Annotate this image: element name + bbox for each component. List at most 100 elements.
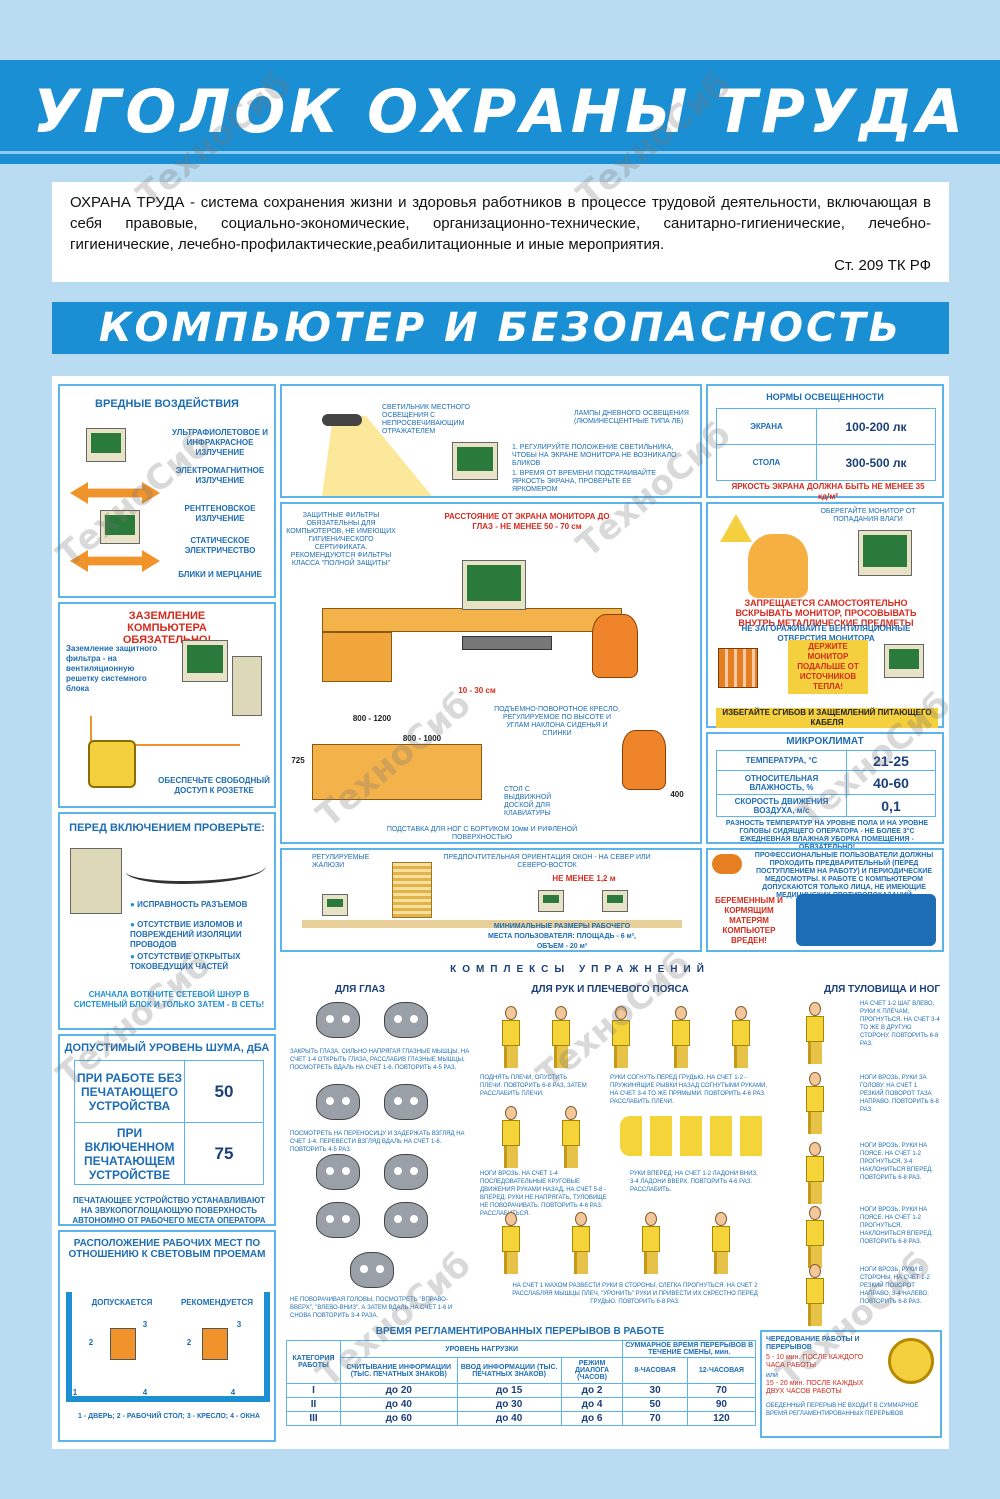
page-subtitle: КОМПЬЮТЕР И БЕЗОПАСНОСТЬ <box>52 302 949 354</box>
grounding-note: Заземление защитного фильтра - на вентил… <box>66 644 158 693</box>
cat-face-icon <box>316 1202 360 1238</box>
clock-icon <box>888 1338 934 1384</box>
table-row: ТЕМПЕРАТУРА, °С 21-25 <box>716 750 936 771</box>
medical-cross-icon <box>712 854 742 874</box>
climate-value: 21-25 <box>846 750 936 771</box>
table-cell: до 60 <box>340 1411 458 1426</box>
definition-text: ОХРАНА ТРУДА - система сохранения жизни … <box>70 194 931 253</box>
exercise-figure <box>496 1106 526 1168</box>
exercise-figure <box>566 1212 596 1274</box>
monitor-icon <box>538 890 564 912</box>
lighting-tip: 1. ВРЕМЯ ОТ ВРЕМЕНИ ПОДСТРАИВАЙТЕ ЯРКОСТ… <box>512 470 656 493</box>
cat-face-icon <box>384 1002 428 1038</box>
placement-legend: 1 - ДВЕРЬ; 2 - РАБОЧИЙ СТОЛ; 3 - КРЕСЛО;… <box>77 1413 261 1420</box>
placement-panel: РАСПОЛОЖЕНИЕ РАБОЧИХ МЕСТ ПО ОТНОШЕНИЮ К… <box>58 1230 276 1442</box>
medical-panel: ПРОФЕССИОНАЛЬНЫЕ ПОЛЬЗОВАТЕЛИ ДОЛЖНЫ ПРО… <box>706 848 944 952</box>
check-item: ОТСУТСТВИЕ ОТКРЫТЫХ ТОКОВЕДУЩИХ ЧАСТЕЙ <box>130 952 270 972</box>
exercise-figure <box>800 1206 830 1268</box>
noise-table: ПРИ РАБОТЕ БЕЗ ПЕЧАТАЮЩЕГО УСТРОЙСТВА 50… <box>74 1060 264 1185</box>
vent-note: НЕ ЗАГОРАЖИВАЙТЕ ВЕНТИЛЯЦИОННЫЕ ОТВЕРСТИ… <box>741 624 911 643</box>
table-row: ЭКРАНА 100-200 лк <box>716 408 936 445</box>
table-header-row: СЧИТЫВАНИЕ ИНФОРМАЦИИ (ТЫС. ПЕЧАТНЫХ ЗНА… <box>287 1357 757 1384</box>
breaks-side-title: ЧЕРЕДОВАНИЕ РАБОТЫ И ПЕРЕРЫВОВ <box>766 1336 860 1351</box>
cat-face-icon <box>350 1252 394 1288</box>
harmful-panel: ВРЕДНЫЕ ВОЗДЕЙСТВИЯ УЛЬТРАФИОЛЕТОВОЕ И И… <box>58 384 276 598</box>
table-cell: до 6 <box>560 1411 624 1426</box>
exercise-figure <box>666 1006 696 1068</box>
col-header: 12-ЧАСОВАЯ <box>686 1357 757 1384</box>
norms-value: 300-500 лк <box>816 444 936 481</box>
hands-icon <box>620 1116 770 1156</box>
exercise-figure <box>546 1006 576 1068</box>
desk-icon <box>110 1328 136 1360</box>
norms-note: ЯРКОСТЬ ЭКРАНА ДОЛЖНА БЫТЬ НЕ МЕНЕЕ 35 к… <box>731 482 925 501</box>
placement-number: 3 <box>236 1320 242 1329</box>
person-icon <box>748 534 808 598</box>
socket-icon <box>88 740 136 788</box>
norms-panel: НОРМЫ ОСВЕЩЕННОСТИ ЭКРАНА 100-200 лк СТО… <box>706 384 944 501</box>
norms-table: ЭКРАНА 100-200 лк СТОЛА 300-500 лк <box>716 408 936 481</box>
harmful-item: ЭЛЕКТРОМАГНИТНОЕ ИЗЛУЧЕНИЕ <box>175 466 265 485</box>
placement-number: 2 <box>88 1338 94 1347</box>
table-cell: до 2 <box>560 1383 624 1398</box>
arm-exercise-text: РУКИ ВПЕРЕД. НА СЧЕТ 1-2 ЛАДОНИ ВНИЗ, 3-… <box>630 1171 758 1193</box>
climate-value: 0,1 <box>846 794 936 817</box>
floor <box>302 920 682 928</box>
norms-label: ЭКРАНА <box>716 408 817 445</box>
water-note: ОБЕРЕГАЙТЕ МОНИТОР ОТ ПОПАДАНИЯ ВЛАГИ <box>820 508 916 523</box>
heater-icon <box>718 648 758 688</box>
monitor-icon <box>884 644 924 678</box>
exercises-title: КОМПЛЕКСЫ УПРАЖНЕНИЙ <box>450 964 710 975</box>
placement-number: 1 <box>72 1388 78 1397</box>
table-cell: 70 <box>686 1383 757 1398</box>
placement-allowed: ДОПУСКАЕТСЯ <box>91 1298 153 1307</box>
dimension: 400 <box>670 790 684 799</box>
placement-number: 4 <box>230 1388 236 1397</box>
dimension: 800 - 1000 <box>402 734 442 743</box>
exercise-figure <box>800 1142 830 1204</box>
noise-value: 50 <box>184 1060 264 1123</box>
exercise-figure <box>606 1006 636 1068</box>
filters-note: ЗАЩИТНЫЕ ФИЛЬТРЫ ОБЯЗАТЕЛЬНЫ ДЛЯ КОМПЬЮТ… <box>286 512 396 567</box>
monitor-icon <box>602 890 628 912</box>
warning-icon <box>720 514 752 542</box>
exercise-figure <box>800 1072 830 1134</box>
computer-icon <box>100 510 140 544</box>
col-header: УРОВЕНЬ НАГРУЗКИ <box>339 1340 624 1358</box>
arm-exercise-text: НОГИ ВРОЗЬ. НА СЧЕТ 1-4 ПОСЛЕДОВАТЕЛЬНЫЕ… <box>480 1171 607 1217</box>
table-cell: 30 <box>622 1383 688 1398</box>
blinds-label: РЕГУЛИРУЕМЫЕ ЖАЛЮЗИ <box>312 854 370 869</box>
exercise-figure <box>496 1212 526 1274</box>
dimension: 725 <box>291 756 305 765</box>
cat-face-icon <box>384 1084 428 1120</box>
col-header: СЧИТЫВАНИЕ ИНФОРМАЦИИ (ТЫС. ПЕЧАТНЫХ ЗНА… <box>340 1357 458 1384</box>
breaks-section: ВРЕМЯ РЕГЛАМЕНТИРОВАННЫХ ПЕРЕРЫВОВ В РАБ… <box>280 1326 944 1442</box>
lighting-lamps-label: ЛАМПЫ ДНЕВНОГО ОСВЕЩЕНИЯ (ЛЮМИНЕСЦЕНТНЫЕ… <box>574 410 689 425</box>
cable-note: ИЗБЕГАЙТЕ СГИБОВ И ЗАЩЕМЛЕНИЙ ПИТАЮЩЕГО … <box>716 708 938 728</box>
torso-exercise-text: НОГИ ВРОЗЬ, РУКИ ЗА ГОЛОВУ. НА СЧЕТ 1 РЕ… <box>860 1075 939 1113</box>
orient-label: ПРЕДПОЧТИТЕЛЬНАЯ ОРИЕНТАЦИЯ ОКОН - НА СЕ… <box>443 854 651 869</box>
arrow-icon <box>70 550 160 572</box>
noise-panel: ДОПУСТИМЫЙ УРОВЕНЬ ШУМА, дБА ПРИ РАБОТЕ … <box>58 1034 276 1226</box>
room-minimum: МИНИМАЛЬНЫЕ РАЗМЕРЫ РАБОЧЕГО МЕСТА ПОЛЬЗ… <box>488 923 636 950</box>
desk-note: СТОЛ С ВЫДВИЖНОЙ ДОСКОЙ ДЛЯ КЛАВИАТУРЫ <box>504 786 552 817</box>
check-warning: СНАЧАЛА ВОТКНИТЕ СЕТЕВОЙ ШНУР В СИСТЕМНЫ… <box>73 990 265 1009</box>
desk-icon <box>322 608 622 632</box>
col-header: ВВОД ИНФОРМАЦИИ (ТЫС. ПЕЧАТНЫХ ЗНАКОВ) <box>456 1357 562 1384</box>
table-cell: до 40 <box>340 1397 458 1412</box>
climate-label: ОТНОСИТЕЛЬНАЯ ВЛАЖНОСТЬ, % <box>716 770 847 795</box>
monitor-icon <box>322 894 348 916</box>
poster: ВРЕДНЫЕ ВОЗДЕЙСТВИЯ УЛЬТРАФИОЛЕТОВОЕ И И… <box>52 376 949 1449</box>
table-row: СТОЛА 300-500 лк <box>716 444 936 481</box>
table-cell: 120 <box>686 1411 757 1426</box>
chair-icon <box>592 614 638 678</box>
harmful-title: ВРЕДНЫЕ ВОЗДЕЙСТВИЯ <box>95 398 239 410</box>
table-cell: до 4 <box>560 1397 624 1412</box>
keyboard-icon <box>462 636 552 650</box>
noise-value: 75 <box>184 1122 264 1185</box>
torso-exercise-text: НА СЧЕТ 1-2 ШАГ ВЛЕВО, РУКИ К ПЛЕЧАМ, ПР… <box>860 1001 940 1047</box>
cat-face-icon <box>384 1154 428 1190</box>
room-panel: РЕГУЛИРУЕМЫЕ ЖАЛЮЗИ ПРЕДПОЧТИТЕЛЬНАЯ ОРИ… <box>280 848 702 952</box>
monitor-icon <box>452 442 498 480</box>
lighting-local-label: СВЕТИЛЬНИК МЕСТНОГО ОСВЕЩЕНИЯ С НЕПРОСВЕ… <box>382 404 470 435</box>
